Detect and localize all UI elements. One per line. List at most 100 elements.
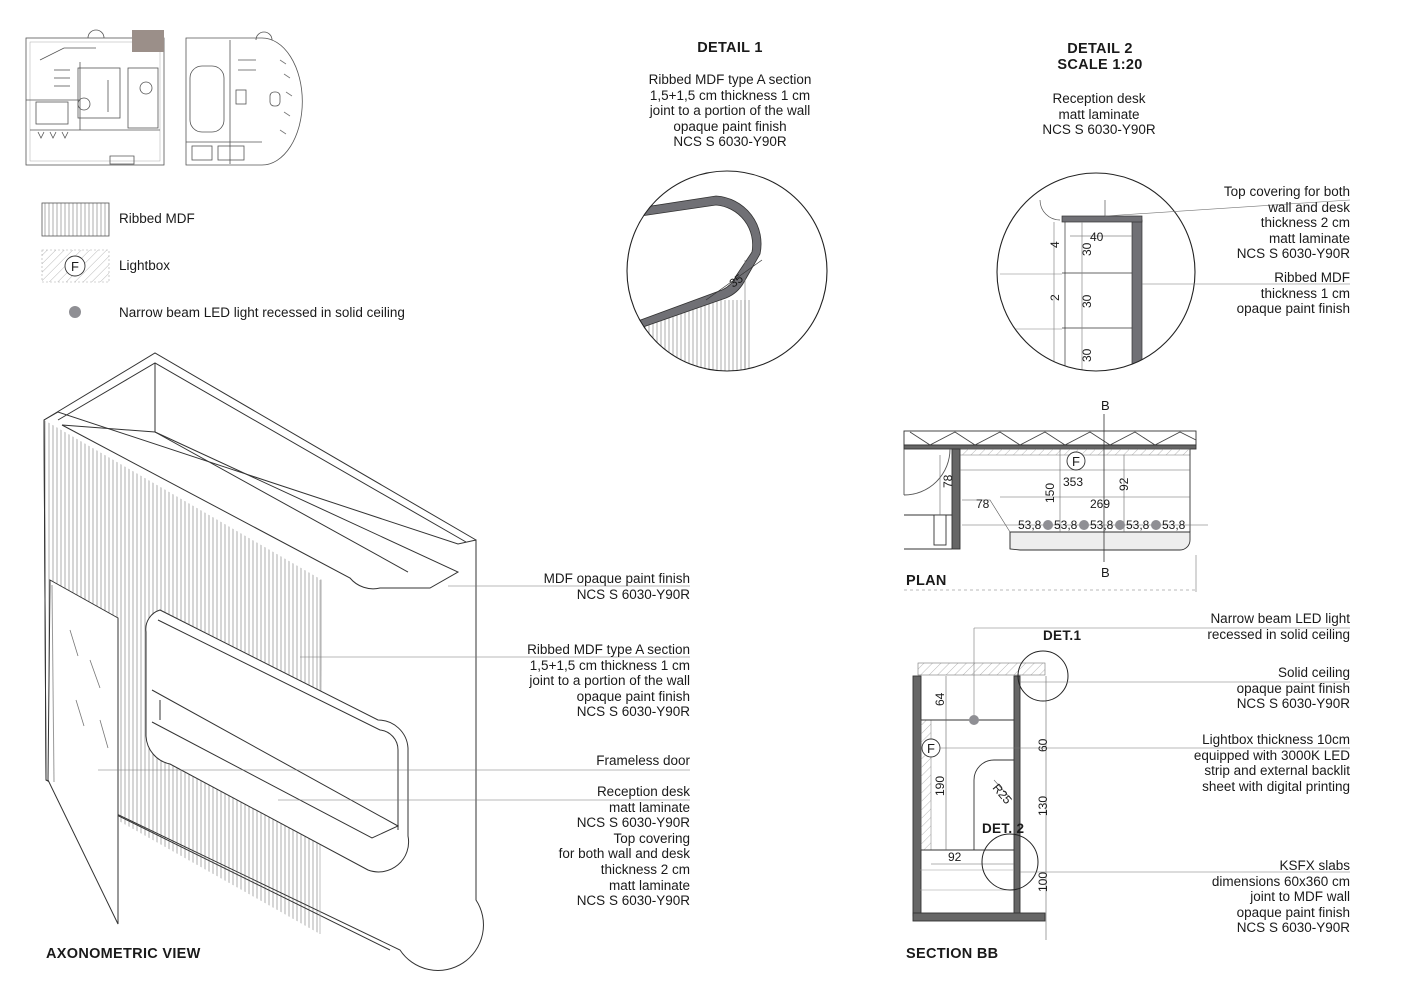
section-dim-130: 130: [1036, 796, 1050, 816]
plan-title: PLAN: [906, 573, 947, 589]
detail2-dim-30a: 30: [1080, 242, 1094, 256]
detail2-dim-40: 40: [1090, 230, 1104, 244]
note-line: NCS S 6030-Y90R: [1236, 246, 1350, 262]
plan-lightbox-symbol: F: [1072, 454, 1080, 469]
legend: F: [41, 202, 110, 318]
key-plan-left: [25, 29, 165, 166]
detail2-desc-line: NCS S 6030-Y90R: [1042, 122, 1156, 138]
plan-spacing-2: 53,8: [1054, 518, 1078, 532]
note-line: Ribbed MDF type A section: [527, 642, 690, 657]
note-line: Lightbox thickness 10cm: [1202, 732, 1350, 747]
detail2-title-line: DETAIL 2: [1067, 41, 1133, 57]
note-line: NCS S 6030-Y90R: [1236, 920, 1350, 936]
note-line: wall and desk: [1268, 199, 1350, 215]
detail2-dim-4: 4: [1048, 241, 1062, 248]
detail1-circle: 35: [626, 170, 828, 372]
note-line: thickness 2 cm: [1260, 215, 1350, 231]
section-dim-190: 190: [933, 776, 947, 796]
note-line: 1,5+1,5 cm thickness 1 cm: [529, 657, 690, 673]
note-line: equipped with 3000K LED: [1193, 747, 1350, 763]
plan-spacing-3: 53,8: [1090, 518, 1114, 532]
note-line: NCS S 6030-Y90R: [1236, 696, 1350, 712]
plan-drawing: [903, 414, 1208, 592]
note-line: KSFX slabs: [1279, 858, 1350, 873]
detail2-note-ribbed: Ribbed MDF thickness 1 cm opaque paint f…: [1150, 270, 1350, 317]
note-line: for both wall and desk: [558, 846, 690, 862]
detail1-desc-line: NCS S 6030-Y90R: [673, 134, 787, 150]
section-det1-label: DET.1: [1043, 628, 1082, 643]
legend-led-label: Narrow beam LED light recessed in solid …: [119, 305, 405, 320]
axo-note-mdf: MDF opaque paint finish NCS S 6030-Y90R: [470, 571, 690, 602]
section-drawing: [912, 627, 1350, 940]
detail1-title: DETAIL 1: [697, 40, 763, 56]
note-line: strip and external backlit: [1204, 763, 1350, 779]
note-line: NCS S 6030-Y90R: [576, 704, 690, 720]
detail2-dim-30c: 30: [1080, 348, 1094, 362]
note-line: joint to MDF wall: [1250, 889, 1350, 905]
detail2-dim-2: 2: [1048, 294, 1062, 301]
detail2-note-top-covering: Top covering for both wall and desk thic…: [1150, 184, 1350, 262]
plan-spacing-1: 53,8: [1018, 518, 1042, 532]
section-det2-label: DET. 2: [982, 821, 1025, 836]
note-line: opaque paint finish: [1236, 904, 1350, 920]
axo-note-door: Frameless door: [470, 753, 690, 769]
axo-title: AXONOMETRIC VIEW: [46, 946, 201, 962]
note-line: matt laminate: [608, 799, 690, 815]
note-line: joint to a portion of the wall: [529, 673, 690, 689]
key-plan-right: [185, 31, 303, 166]
detail2-desc-line: matt laminate: [1058, 106, 1140, 122]
legend-ribbed-label: Ribbed MDF: [119, 211, 195, 226]
section-dim-100: 100: [1036, 872, 1050, 892]
note-line: MDF opaque paint finish: [543, 571, 690, 586]
note-line: Ribbed MDF: [1274, 270, 1350, 285]
axo-note-ribbed: Ribbed MDF type A section 1,5+1,5 cm thi…: [470, 642, 690, 720]
detail2-desc-line: Reception desk: [1052, 91, 1146, 106]
section-dim-92: 92: [948, 850, 962, 864]
plan-dim-92: 92: [1117, 477, 1131, 491]
note-line: Reception desk: [596, 784, 690, 799]
detail2-dim-30b: 30: [1080, 294, 1094, 308]
plan-dim-269: 269: [1090, 497, 1110, 511]
section-note-led: Narrow beam LED light recessed in solid …: [1130, 611, 1350, 642]
section-dim-r25: R25: [990, 781, 1015, 807]
detail1-desc-line: opaque paint finish: [673, 118, 787, 134]
section-lightbox-symbol: F: [927, 741, 935, 756]
detail2-circle: 40 4 30 2 30 30: [996, 172, 1351, 372]
note-line: opaque paint finish: [576, 688, 690, 704]
legend-ribbed-swatch: [41, 202, 110, 237]
note-line: matt laminate: [608, 877, 690, 893]
note-line: Top covering: [613, 830, 690, 846]
note-line: NCS S 6030-Y90R: [576, 815, 690, 831]
section-dim-60: 60: [1036, 738, 1050, 752]
section-title: SECTION BB: [906, 946, 999, 962]
plan-dim-78-horizontal: 78: [976, 497, 990, 511]
plan-labels: B B F 78 78 150 353 92 269 53,8 53,8 53,…: [941, 398, 1186, 580]
legend-lightbox-symbol: F: [71, 259, 79, 274]
plan-dim-353: 353: [1063, 475, 1083, 489]
section-note-slabs: KSFX slabs dimensions 60x360 cm joint to…: [1130, 858, 1350, 936]
note-line: matt laminate: [1268, 230, 1350, 246]
axonometric-drawing: [43, 352, 690, 971]
note-line: opaque paint finish: [1236, 680, 1350, 696]
note-line: thickness 1 cm: [1260, 285, 1350, 301]
detail2-scale: SCALE 1:20: [1057, 57, 1143, 73]
detail1-desc-line: joint to a portion of the wall: [649, 103, 811, 119]
axo-note-desk: Reception desk matt laminate NCS S 6030-…: [470, 784, 690, 909]
note-line: Top covering for both: [1223, 184, 1350, 199]
section-note-lightbox: Lightbox thickness 10cm equipped with 30…: [1130, 732, 1350, 794]
plan-spacing-5: 53,8: [1162, 518, 1186, 532]
section-labels: F 64 60 190 R25 130 92 100: [927, 692, 1050, 892]
plan-dim-78-vertical: 78: [941, 474, 955, 488]
note-line: Solid ceiling: [1277, 665, 1350, 680]
plan-marker-top: B: [1101, 398, 1110, 413]
detail1-description: Ribbed MDF type A section 1,5+1,5 cm thi…: [615, 72, 845, 150]
detail1-desc-line: 1,5+1,5 cm thickness 1 cm: [649, 87, 811, 103]
note-line: dimensions 60x360 cm: [1211, 873, 1350, 889]
note-line: NCS S 6030-Y90R: [576, 586, 690, 602]
note-line: NCS S 6030-Y90R: [576, 893, 690, 909]
legend-lightbox-circle: [64, 255, 86, 277]
note-line: thickness 2 cm: [600, 861, 690, 877]
plan-dim-150: 150: [1043, 483, 1057, 503]
legend-lightbox-label: Lightbox: [119, 258, 171, 273]
